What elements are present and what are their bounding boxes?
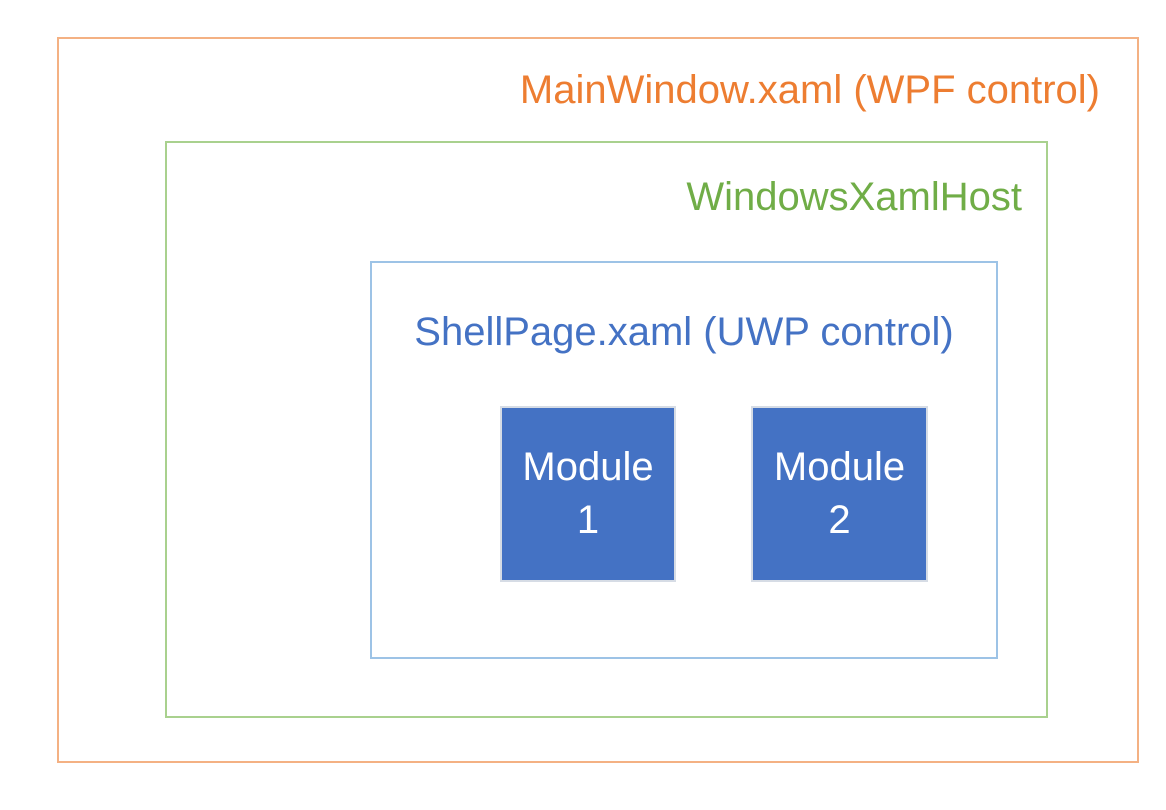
module-1-number: 1 — [576, 498, 600, 542]
windowsxamlhost-box: WindowsXamlHost ShellPage.xaml (UWP cont… — [165, 141, 1048, 718]
module-1-name: Module — [522, 445, 654, 489]
mainwindow-box: MainWindow.xaml (WPF control) WindowsXam… — [57, 37, 1139, 763]
module-2-name: Module — [773, 445, 906, 489]
shellpage-box: ShellPage.xaml (UWP control) Module 1 Mo… — [370, 261, 998, 659]
module-1-box: Module 1 — [500, 406, 676, 582]
module-2-box: Module 2 — [751, 406, 928, 582]
windowsxamlhost-label: WindowsXamlHost — [686, 175, 1022, 219]
module-2-number: 2 — [828, 498, 851, 542]
mainwindow-label: MainWindow.xaml (WPF control) — [519, 68, 1100, 112]
shellpage-label: ShellPage.xaml (UWP control) — [414, 310, 954, 354]
